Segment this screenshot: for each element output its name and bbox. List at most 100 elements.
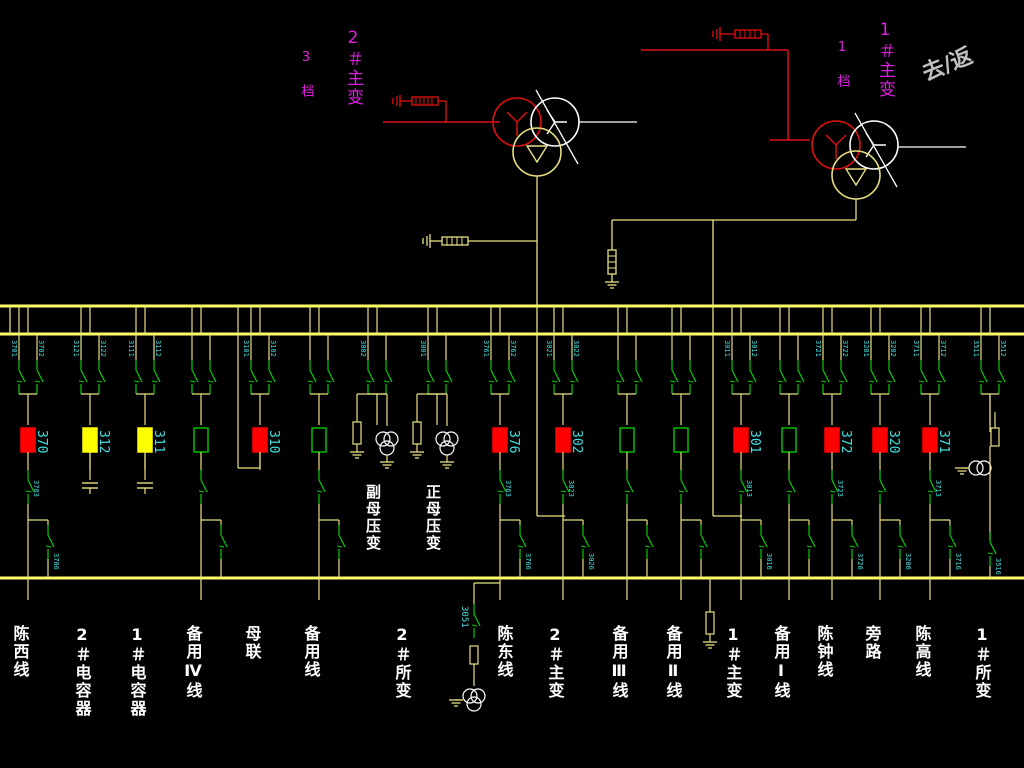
- breaker-label: 320: [886, 430, 901, 453]
- bay-label: 母联: [243, 625, 262, 661]
- disconnector-label: 3122: [99, 340, 107, 357]
- disconnector-label: 3723: [836, 480, 844, 497]
- bay-b1: 3701 3702 370 3703 3706 陈西线: [10, 306, 60, 679]
- breaker-b10[interactable]: [555, 427, 571, 453]
- disconnector-label: 3726: [856, 553, 864, 570]
- breaker-b15[interactable]: [824, 427, 840, 453]
- bay-label: 陈钟线: [815, 624, 834, 679]
- bay-label: 1＃所变: [973, 625, 992, 700]
- bay-label: 2＃主变: [546, 625, 565, 700]
- transformer-1-mv-winding: [849, 120, 899, 170]
- disconnector-label: 3206: [904, 553, 912, 570]
- lv-arrester-2: [422, 234, 537, 248]
- bay-label: 备用Ⅱ线: [664, 624, 684, 700]
- transformer-2-hv-winding: [492, 97, 542, 147]
- bay-label-secondary: 2＃所变: [393, 625, 412, 700]
- breaker-b9[interactable]: [492, 427, 508, 453]
- bay-b10: 3021 3022 302 3023 3026 2＃主变: [545, 306, 595, 700]
- disconnector-label: 3021: [545, 340, 553, 357]
- disconnector-label: 3111: [127, 340, 135, 357]
- disconnector-label: 3201: [862, 340, 870, 357]
- bay-label: 陈东线: [495, 624, 514, 679]
- breaker-b3[interactable]: [137, 427, 153, 453]
- hv-arrester-1: [712, 27, 769, 50]
- bay-label: 2＃电容器: [73, 625, 93, 718]
- breaker-b11[interactable]: [619, 427, 635, 453]
- disconnector-label: 3703: [32, 480, 40, 497]
- bay-label: 备用Ⅲ线: [610, 624, 630, 700]
- breaker-b1[interactable]: [20, 427, 36, 453]
- breaker-label: 310: [266, 430, 281, 453]
- breaker-label: 302: [569, 430, 584, 453]
- disconnector-label: 3022: [572, 340, 580, 357]
- breaker-label: 301: [747, 430, 762, 453]
- bay-label: 备用Ⅳ线: [183, 624, 203, 700]
- transformer-2-group: 2＃主变 3 档: [299, 28, 637, 303]
- disconnector-label: 3002: [359, 340, 367, 357]
- bay-b15: 3721 3722 372 3723 3726 陈钟线: [814, 306, 864, 679]
- disconnector-label: 3011: [723, 340, 731, 357]
- breaker-b16[interactable]: [872, 427, 888, 453]
- transformer-1-tap: 1 档: [835, 40, 851, 89]
- breaker-b14[interactable]: [781, 427, 797, 453]
- disconnector-label: 3702: [37, 340, 45, 357]
- disconnector-label: 3101: [242, 340, 250, 357]
- bay-b2: 3121 3122 312 2＃电容器: [72, 306, 111, 718]
- breaker-label: 376: [506, 430, 521, 453]
- disconnector-label: 3766: [524, 553, 532, 570]
- disconnector-label: 3202: [889, 340, 897, 357]
- bay-label: 备用线: [302, 624, 322, 679]
- disconnector-label: 3121: [72, 340, 80, 357]
- breaker-b12[interactable]: [673, 427, 689, 453]
- disconnector-label: 3721: [814, 340, 822, 357]
- disconnector-label: 3026: [587, 553, 595, 570]
- disconnector-label: 3012: [750, 340, 758, 357]
- transformer-1-group: 1＃主变 1 档: [604, 20, 966, 517]
- bay-label: 陈西线: [11, 624, 30, 679]
- bay-b8: 3001 正母压变: [409, 306, 459, 552]
- bay-b12: 备用Ⅱ线: [664, 306, 718, 700]
- bay-b11: 备用Ⅲ线: [610, 306, 654, 700]
- disconnector-label: 3722: [841, 340, 849, 357]
- transformer-1-name: 1＃主变: [875, 20, 896, 99]
- disconnector-label: 3102: [269, 340, 277, 357]
- disconnector-label: 3023: [567, 480, 575, 497]
- disconnector-label: 3763: [504, 480, 512, 497]
- breaker-b17[interactable]: [922, 427, 938, 453]
- breaker-label: 370: [34, 430, 49, 453]
- breaker-b4[interactable]: [193, 427, 209, 453]
- bay-label: 备用Ⅰ线: [772, 624, 792, 700]
- bay-b5: 3101 3102 310 母联: [237, 306, 281, 661]
- return-mark[interactable]: 去/返: [919, 44, 977, 87]
- disconnector-label: 3701: [10, 340, 18, 357]
- breaker-label: 371: [936, 430, 951, 453]
- disconnector-label: 3706: [52, 553, 60, 570]
- breaker-label: 312: [96, 430, 111, 453]
- disconnector-label: 3511: [972, 340, 980, 357]
- disconnector-label: 3713: [934, 480, 942, 497]
- breaker-b13[interactable]: [733, 427, 749, 453]
- transformer-2-tap: 3 档: [299, 50, 315, 99]
- disconnector-label: 3001: [419, 340, 427, 357]
- breaker-b5[interactable]: [252, 427, 268, 453]
- disconnector-label: 3013: [745, 480, 753, 497]
- bay-label: 旁路: [863, 624, 883, 661]
- bay-label: 陈高线: [913, 624, 932, 679]
- breaker-b6[interactable]: [311, 427, 327, 453]
- disconnector-label: 3051: [459, 606, 469, 628]
- bay-label: 正母压变: [424, 484, 442, 552]
- hv-arrester-2: [392, 95, 447, 122]
- disconnector-label: 3512: [999, 340, 1007, 357]
- breaker-b2[interactable]: [82, 427, 98, 453]
- disconnector-label: 3016: [765, 553, 773, 570]
- disconnector-label: 3761: [482, 340, 490, 357]
- breaker-label: 372: [838, 430, 853, 453]
